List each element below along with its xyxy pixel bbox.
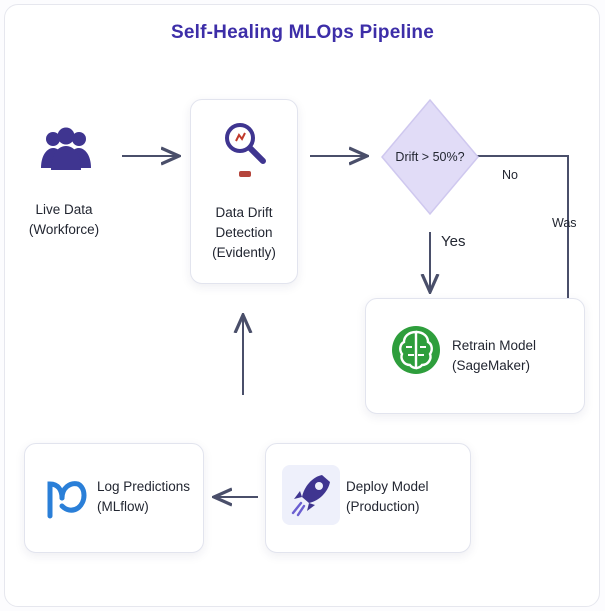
line-decision-no [477, 155, 569, 298]
mlflow-icon [47, 481, 87, 519]
live-data-source: (Workforce) [28, 222, 100, 237]
log-predictions-label: Log Predictions (MLflow) [97, 477, 207, 517]
decision-diamond [381, 98, 479, 216]
deploy-model-target: (Production) [346, 499, 420, 514]
drift-detection-title-1: Data Drift [215, 205, 273, 220]
live-data-title: Live Data [35, 202, 93, 217]
drift-detection-label: Data Drift Detection (Evidently) [190, 203, 298, 263]
live-data-label: Live Data (Workforce) [14, 200, 114, 240]
deploy-model-label: Deploy Model (Production) [346, 477, 466, 517]
deploy-model-title: Deploy Model [346, 479, 429, 494]
rocket-icon [282, 465, 340, 525]
small-chart-icon [239, 171, 251, 177]
drift-detection-title-2: Detection [215, 225, 273, 240]
people-icon [41, 127, 91, 170]
decision-text: Drift > 50%? [395, 150, 465, 164]
no-label-secondary: Was [552, 216, 577, 230]
log-predictions-title: Log Predictions [97, 479, 191, 494]
log-predictions-source: (MLflow) [97, 499, 149, 514]
log-predictions-card [24, 443, 204, 553]
magnifier-icon [225, 123, 266, 164]
retrain-model-source: (SageMaker) [452, 358, 531, 373]
retrain-model-title: Retrain Model [452, 338, 537, 353]
brain-icon [392, 326, 440, 374]
yes-label: Yes [441, 233, 466, 250]
retrain-model-label: Retrain Model (SageMaker) [452, 336, 572, 376]
diagram-title: Self-Healing MLOps Pipeline [171, 22, 434, 43]
drift-detection-source: (Evidently) [212, 245, 276, 260]
no-label: No [502, 168, 518, 182]
